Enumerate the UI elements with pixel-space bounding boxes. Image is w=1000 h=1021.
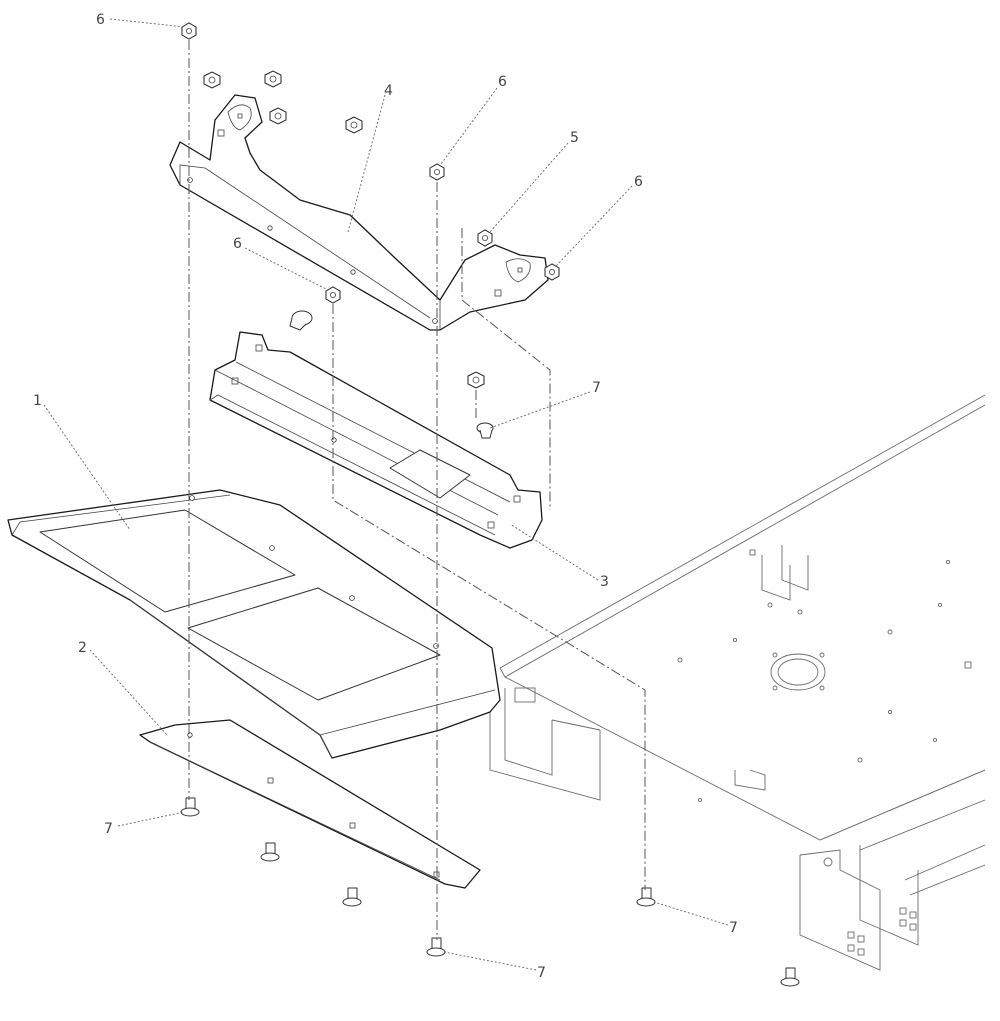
machine-frame <box>489 394 986 971</box>
nut-icon <box>325 286 341 304</box>
assembly-centerlines <box>188 40 646 940</box>
nut-icon <box>203 71 221 89</box>
nut-icon <box>264 70 282 88</box>
callout-1: 1 <box>33 393 42 409</box>
bottom-screws <box>180 797 800 987</box>
callout-numbers: 6 4 6 5 6 6 7 1 3 2 7 7 7 <box>33 12 738 981</box>
part-4-upper-bracket <box>169 94 549 331</box>
callout-6: 6 <box>233 236 242 252</box>
part-3-channel-bracket <box>209 331 543 549</box>
callout-3: 3 <box>600 574 609 590</box>
hardware-nuts <box>181 22 560 389</box>
callout-leaders <box>43 18 729 971</box>
screw-icon <box>180 797 200 817</box>
pin-icon <box>289 310 313 331</box>
part-2-kick-plate <box>139 719 481 889</box>
screw-icon <box>780 967 800 987</box>
nut-icon <box>467 371 485 389</box>
callout-7: 7 <box>729 920 738 936</box>
callout-5: 5 <box>570 130 579 146</box>
callout-6: 6 <box>634 174 643 190</box>
nut-icon <box>269 107 287 125</box>
callout-7: 7 <box>537 965 546 981</box>
screw-icon <box>342 887 362 907</box>
callout-6: 6 <box>96 12 105 28</box>
nut-icon <box>544 263 560 281</box>
screw-icon <box>260 842 280 862</box>
nut-icon <box>181 22 197 40</box>
callout-7: 7 <box>592 380 601 396</box>
screw-icon <box>426 937 446 957</box>
callout-7: 7 <box>104 821 113 837</box>
nut-icon <box>345 116 363 134</box>
callout-2: 2 <box>78 640 87 656</box>
screw-icon <box>636 887 656 907</box>
nut-icon <box>429 163 445 181</box>
screw-icon <box>476 422 494 439</box>
callout-6: 6 <box>498 74 507 90</box>
part-1-footrest-pan <box>7 489 501 759</box>
callout-4: 4 <box>384 83 393 99</box>
nut-icon <box>477 229 493 247</box>
